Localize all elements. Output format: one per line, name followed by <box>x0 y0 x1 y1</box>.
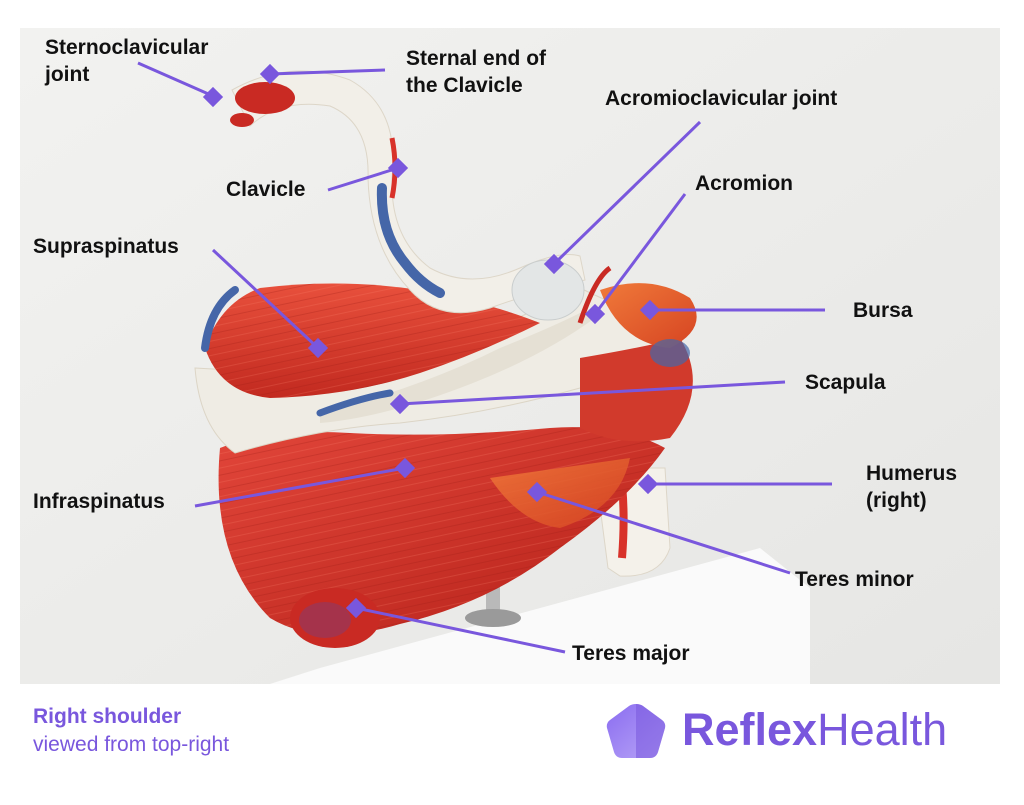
label-sternal-end-of-clavicle: Sternal end of the Clavicle <box>406 45 546 99</box>
label-humerus-line2: (right) <box>866 489 927 512</box>
leader-sternal-end <box>269 68 386 76</box>
leader-acromion <box>593 193 687 315</box>
sternal-end-cap <box>235 82 295 114</box>
label-sternoclavicular-line1: Sternoclavicular <box>45 36 209 59</box>
supraspinatus-vessel <box>201 286 239 352</box>
caption: Right shoulder viewed from top-right <box>33 703 229 759</box>
acromioclavicular-joint <box>511 259 585 321</box>
label-sternoclavicular-joint: Sternoclavicular joint <box>45 34 208 88</box>
label-humerus-line1: Humerus <box>866 462 958 485</box>
brand-name-bold: Reflex <box>682 704 818 755</box>
leader-teres-major <box>355 606 566 654</box>
label-supraspinatus: Supraspinatus <box>33 235 179 258</box>
label-teres-major: Teres major <box>572 642 690 665</box>
label-sternoclavicular-line2: joint <box>45 63 90 86</box>
caption-subtitle: viewed from top-right <box>33 733 230 756</box>
scapula-vessel <box>316 389 394 417</box>
clavicle-vessel-blue <box>376 183 445 298</box>
brand-logo: ReflexHealth <box>604 698 1004 768</box>
leader-sternoclavicular <box>137 61 214 98</box>
brand-name: ReflexHealth <box>682 702 947 758</box>
leader-infraspinatus <box>194 466 406 508</box>
label-acromioclavicular-joint: Acromioclavicular joint <box>605 87 838 110</box>
label-sternal-end-line2: the Clavicle <box>406 74 523 97</box>
label-acromion: Acromion <box>695 172 794 195</box>
pentagon-logo-icon <box>606 704 666 758</box>
label-infraspinatus: Infraspinatus <box>33 490 165 513</box>
label-bursa: Bursa <box>853 299 913 322</box>
leader-lines <box>137 61 832 654</box>
label-teres-minor: Teres minor <box>795 568 914 591</box>
leader-scapula <box>399 380 786 406</box>
leader-acromioclavicular <box>552 120 702 266</box>
leader-teres-minor <box>536 490 791 575</box>
label-humerus-right: Humerus (right) <box>866 460 957 514</box>
leader-clavicle <box>327 166 399 192</box>
brand-name-light: Health <box>817 704 948 755</box>
stand-foot <box>465 609 521 627</box>
label-sternal-end-line1: Sternal end of <box>406 47 547 70</box>
acromion-edge <box>577 265 612 324</box>
caption-title: Right shoulder <box>33 705 182 728</box>
label-scapula: Scapula <box>805 371 886 394</box>
model-base <box>270 548 810 684</box>
leader-supraspinatus <box>211 248 320 350</box>
label-clavicle: Clavicle <box>226 178 306 201</box>
shoulder-model-photo <box>20 28 1000 684</box>
